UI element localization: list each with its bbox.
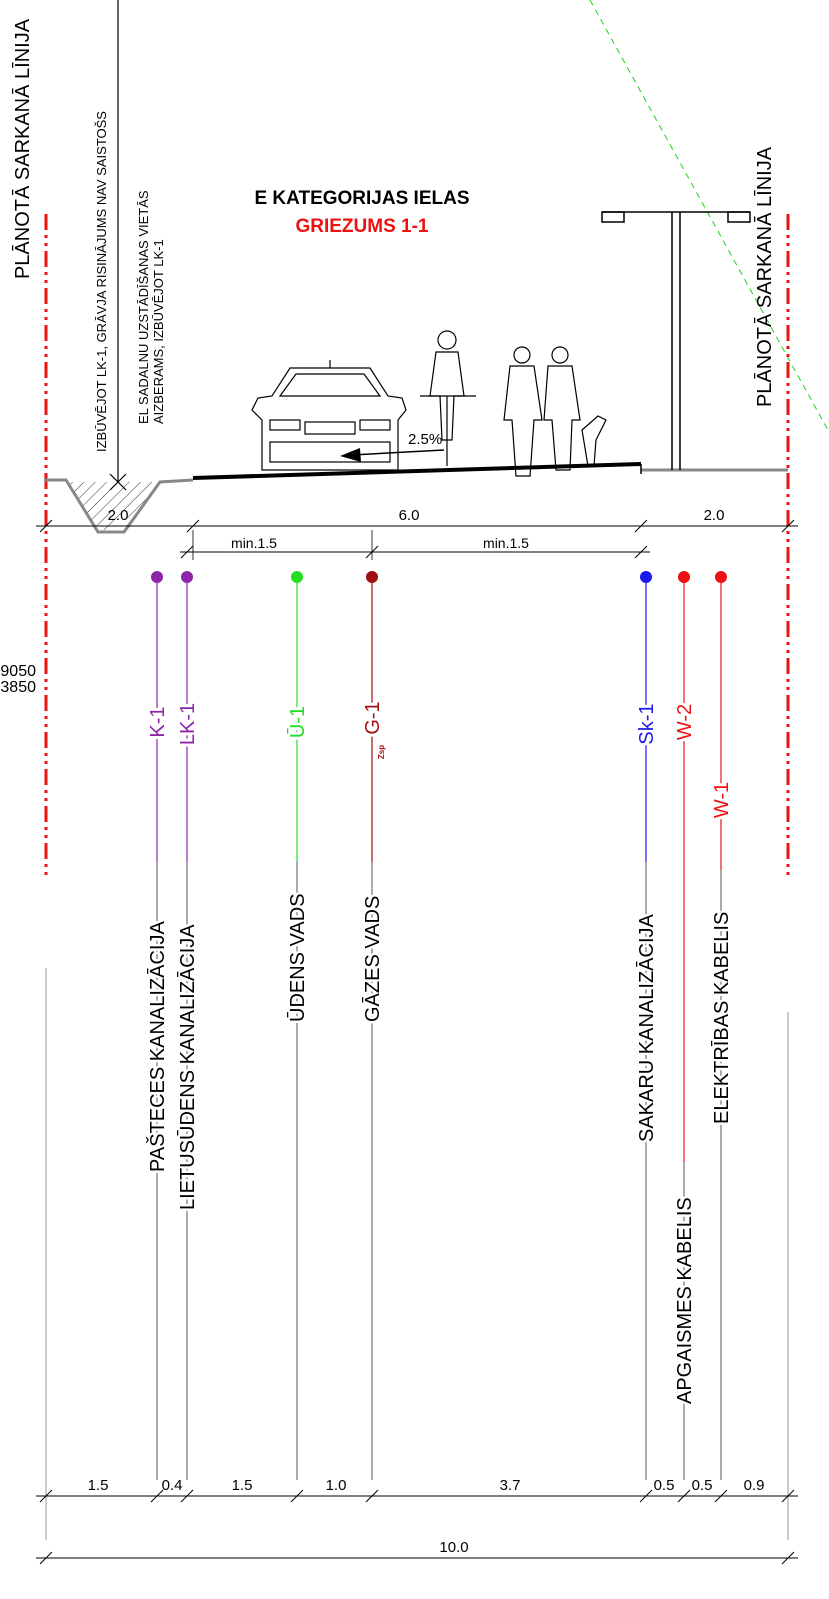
utility-dot-g1	[366, 571, 378, 583]
utility-code-u1: Ū-1	[286, 706, 309, 738]
note-ditch: IZBŪVĒJOT LK-1, GRĀVJA RISINĀJUMS NAV SA…	[94, 111, 109, 452]
bottom-dim-6: 0.5	[654, 1477, 675, 1494]
min-dim-left: min.1.5	[231, 535, 277, 551]
left-edge-number-1: 9050	[0, 663, 36, 680]
red-line-label-right: PLĀNOTĀ SARKANĀ LĪNIJA	[753, 146, 776, 407]
bottom-dim-tick-6	[639, 1489, 653, 1503]
total-dim-tick-2	[781, 1551, 795, 1565]
ditch-profile	[44, 478, 194, 534]
car-icon	[251, 360, 407, 471]
street-lamp-icon	[601, 211, 751, 470]
utility-dot-u1	[291, 571, 303, 583]
utility-name-w1: ELEKTRĪBAS KABELIS	[710, 912, 733, 1124]
utility-name-g1: GĀZES VADS	[361, 896, 384, 1022]
roadway-surface	[192, 462, 642, 480]
bottom-dim-tick-8	[714, 1489, 728, 1503]
top-dim-road: 6.0	[399, 507, 420, 524]
utility-name-sk1: SAKARU KANALIZĀCIJA	[635, 913, 658, 1142]
bottom-dim-7: 0.5	[692, 1477, 713, 1494]
note-cabinet-line2: AIZBERAMS, IZBŪVĒJOT LK-1	[151, 239, 166, 424]
green-dashed-guide	[589, 0, 829, 431]
top-dim-tick-1	[39, 519, 53, 533]
bottom-dim-1: 1.5	[88, 1477, 109, 1494]
total-dim: 10.0	[439, 1539, 468, 1556]
min-dim-tick-1	[180, 545, 194, 559]
utility-name-w2: APGAISMES KABELIS	[674, 1197, 696, 1404]
utility-dot-w1	[715, 571, 727, 583]
utility-name-k1: PAŠTECES KANALIZĀCIJA	[146, 921, 169, 1172]
utility-dot-k1	[151, 571, 163, 583]
slope-label: 2.5%	[408, 431, 442, 448]
slope-arrow-line	[351, 449, 445, 456]
title-line1: E KATEGORIJAS IELAS	[254, 188, 469, 209]
red-line-label-left: PLĀNOTĀ SARKANĀ LĪNIJA	[11, 18, 34, 279]
bottom-dim-tick-9	[781, 1489, 795, 1503]
utility-code-w2: W-2	[674, 704, 696, 740]
pedestrians-icon	[503, 346, 607, 477]
top-dim-tick-2	[186, 519, 200, 533]
bottom-dim-tick-4	[290, 1489, 304, 1503]
utility-dot-sk1	[640, 571, 652, 583]
left-edge-number-2: 3850	[0, 679, 36, 696]
bottom-dim-tick-3	[180, 1489, 194, 1503]
bottom-dim-8: 0.9	[744, 1477, 765, 1494]
bottom-dim-tick-7	[677, 1489, 691, 1503]
bottom-dim-5: 3.7	[500, 1477, 521, 1494]
bottom-dim-3: 1.5	[232, 1477, 253, 1494]
utility-dot-lk1	[181, 571, 193, 583]
bottom-dim-tick-1	[39, 1489, 53, 1503]
bottom-dim-tick-5	[365, 1489, 379, 1503]
top-dim-verge: 2.0	[704, 507, 725, 524]
bottom-dim-2: 0.4	[162, 1477, 183, 1494]
total-dim-tick-1	[39, 1551, 53, 1565]
utility-name-u1: ŪDENS VADS	[286, 893, 309, 1022]
title-line2: GRIEZUMS 1-1	[295, 216, 428, 237]
utility-code-sk1: Sk-1	[636, 703, 658, 744]
utility-code-w1: W-1	[711, 782, 733, 818]
top-dim-ditch: 2.0	[108, 507, 129, 524]
slope-arrow-head	[340, 448, 361, 462]
utility-code-lk1: LK-1	[177, 703, 199, 745]
utility-code-g1: G-1	[362, 701, 384, 734]
utility-name-lk1: LIETUSŪDENS KANALIZĀCIJA	[176, 924, 199, 1210]
top-dim-tick-3	[634, 519, 648, 533]
top-dim-tick-4	[781, 519, 795, 533]
cyclist-icon	[420, 330, 476, 466]
min-dim-right: min.1.5	[483, 535, 529, 551]
bottom-dim-tick-2	[150, 1489, 164, 1503]
note-cabinet-line1: EL SADALNU UZSTĀDĪŠANAS VIETĀS	[136, 190, 151, 424]
utility-code-k1: K-1	[147, 706, 169, 737]
utility-dot-w2	[678, 571, 690, 583]
utility-sub-g1: Zsp	[377, 745, 386, 759]
bottom-dim-4: 1.0	[326, 1477, 347, 1494]
min-dim-tick-3	[634, 545, 648, 559]
